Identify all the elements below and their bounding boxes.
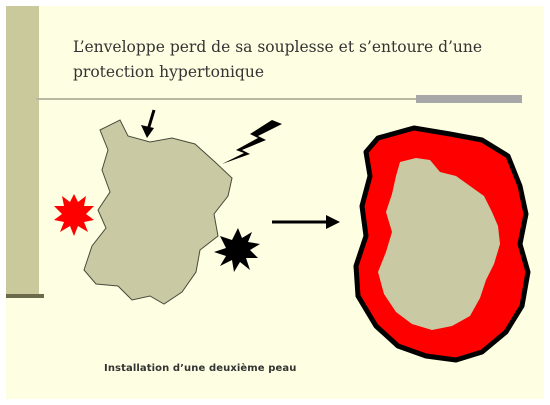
red-burst-icon [54,194,94,236]
diagram-caption: Installation d’une deuxième peau [104,363,296,374]
lightning-bolt-icon [222,120,282,164]
right-arrow-icon [272,215,340,229]
cell-shape [84,120,232,304]
black-burst-icon [214,228,260,272]
arrow-down-icon [141,110,154,138]
